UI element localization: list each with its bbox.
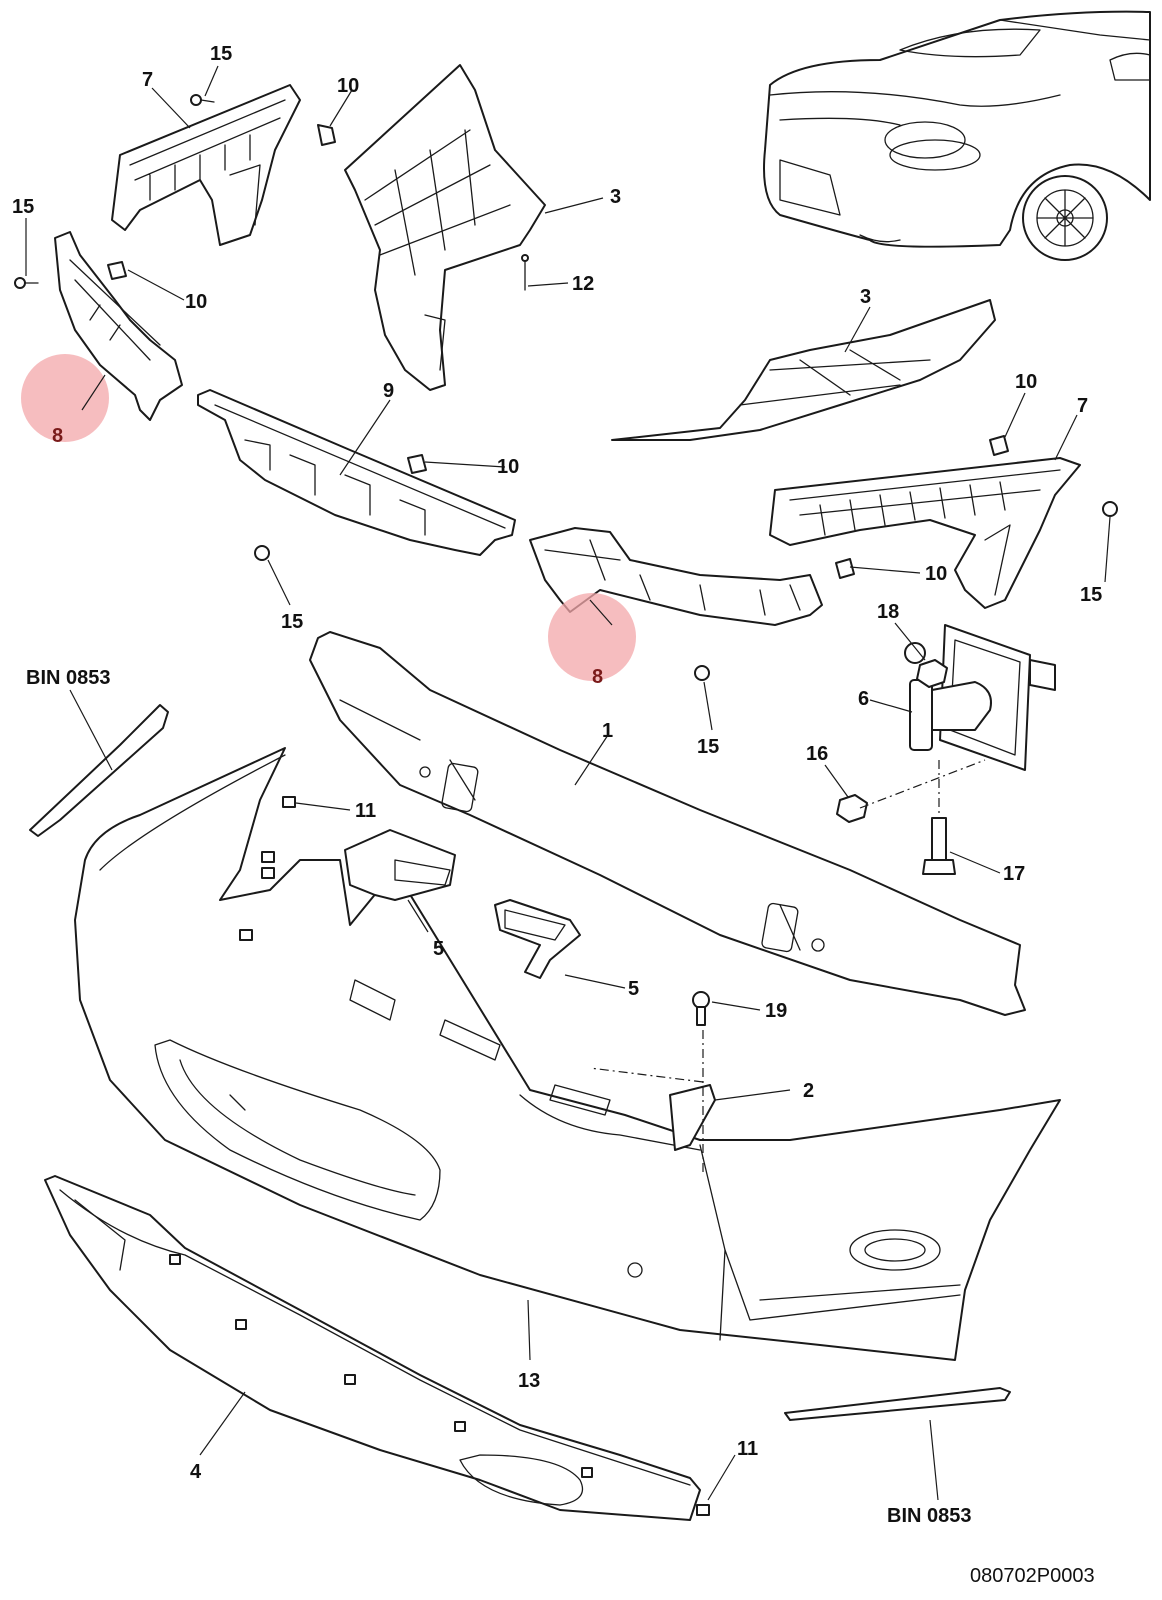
fasteners — [14, 94, 1118, 1516]
label-15-c: 15 — [281, 611, 303, 633]
label-15-e: 15 — [1080, 584, 1102, 606]
label-18: 18 — [877, 601, 899, 623]
label-15-b: 15 — [12, 196, 34, 218]
label-3-right: 3 — [860, 286, 871, 308]
leader-lines — [25, 65, 1111, 1501]
part-5-lower-bracket — [494, 899, 581, 979]
clip-10-a — [317, 124, 336, 146]
label-1: 1 — [602, 720, 613, 742]
label-8-right: 8 — [592, 666, 603, 688]
label-7-right: 7 — [1077, 395, 1088, 417]
label-16: 16 — [806, 743, 828, 765]
label-10-a: 10 — [337, 75, 359, 97]
highlight-marker-8-right — [548, 593, 636, 681]
part-3-right-shield — [611, 299, 996, 441]
label-2: 2 — [803, 1080, 814, 1102]
part-3-upper-shield — [344, 64, 546, 391]
label-10-d: 10 — [1015, 371, 1037, 393]
part-13-bumper-cover — [74, 747, 1061, 1361]
label-9: 9 — [383, 380, 394, 402]
label-17: 17 — [1003, 863, 1025, 885]
label-7-left: 7 — [142, 69, 153, 91]
part-7-right-bracket — [769, 457, 1081, 609]
bin-0853-label-right: BIN 0853 — [887, 1505, 972, 1527]
screw-15-e — [1102, 501, 1118, 517]
clip-10-b — [107, 261, 127, 280]
label-4: 4 — [190, 1461, 202, 1483]
label-11-a: 11 — [355, 800, 376, 822]
clip-10-d — [989, 435, 1009, 456]
screw-19 — [692, 991, 710, 1026]
screw-15-d — [694, 665, 710, 681]
part-6-tow-eye-mount — [904, 624, 1056, 771]
label-3-upper: 3 — [610, 186, 621, 208]
drawing-number: 080702P0003 — [970, 1565, 1095, 1587]
label-13: 13 — [518, 1370, 540, 1392]
label-10-e: 10 — [925, 563, 947, 585]
label-8-left: 8 — [52, 425, 63, 447]
clip-11-group — [169, 796, 710, 1516]
screw-15-b — [14, 277, 39, 289]
stud-12 — [521, 254, 529, 291]
label-12: 12 — [572, 273, 594, 295]
nut-18 — [916, 659, 948, 688]
part-1-reinforcement — [309, 631, 1026, 1016]
screw-15-a — [190, 94, 215, 106]
label-10-c: 10 — [497, 456, 519, 478]
part-7-left-bracket — [111, 84, 301, 246]
nut-16 — [836, 794, 868, 823]
label-10-b: 10 — [185, 291, 207, 313]
label-5-lower: 5 — [628, 978, 639, 1000]
label-6: 6 — [858, 688, 869, 710]
part-labels: 15 7 10 15 10 8 3 12 9 10 15 3 10 7 15 1… — [12, 43, 1102, 1587]
bin-0853-right-strip — [784, 1387, 1011, 1421]
label-19: 19 — [765, 1000, 787, 1022]
label-5-upper: 5 — [433, 938, 444, 960]
bolt-17 — [922, 817, 956, 875]
screw-15-c — [254, 545, 270, 561]
car-inset-illustration — [763, 10, 1151, 261]
clip-10-e — [835, 558, 855, 579]
bin-0853-left-strip — [29, 704, 169, 837]
label-11-b: 11 — [737, 1438, 758, 1460]
part-9-center-beam — [197, 389, 516, 556]
bin-0853-label-left: BIN 0853 — [26, 667, 111, 689]
part-5-upper-bracket — [344, 829, 456, 901]
part-4-lower-valance — [44, 1175, 701, 1521]
clip-10-c — [407, 454, 427, 474]
highlight-marker-8-left — [21, 354, 109, 442]
label-15-a: 15 — [210, 43, 232, 65]
part-2-trim — [669, 1084, 716, 1151]
assembly-lines — [589, 759, 986, 1175]
label-15-d: 15 — [697, 736, 719, 758]
part-8-left-bracket — [54, 231, 183, 421]
